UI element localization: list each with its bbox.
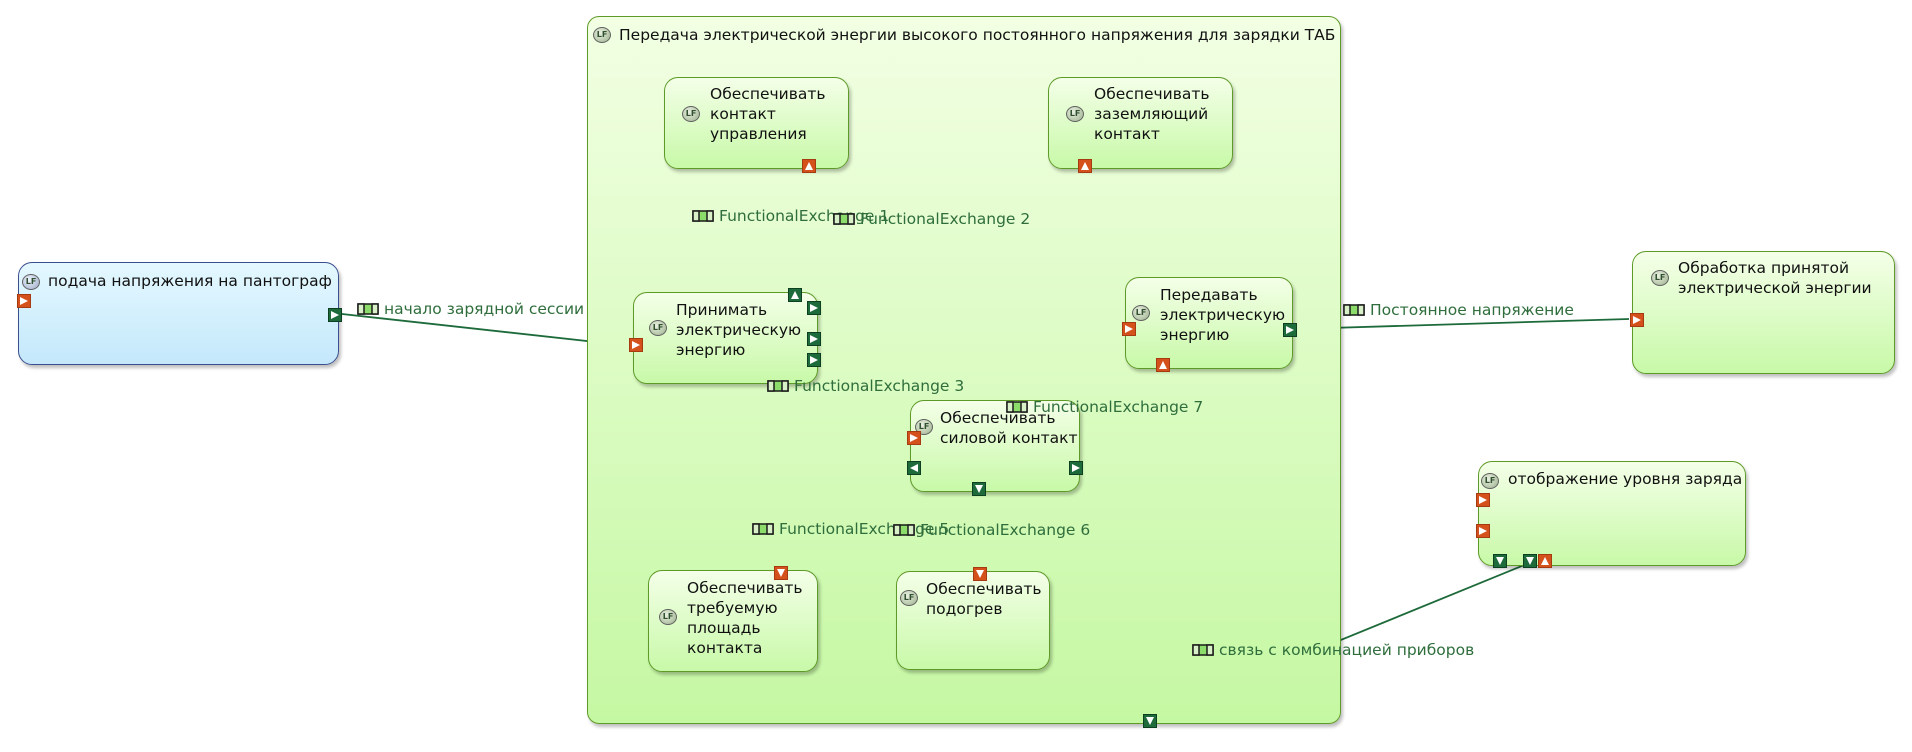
logical-function-icon: LF	[649, 320, 667, 336]
output-port[interactable]	[907, 461, 921, 475]
exchange-label[interactable]: Постоянное напряжение	[1343, 301, 1574, 319]
exchange-label[interactable]: связь с комбинацией приборов	[1192, 641, 1474, 659]
input-port[interactable]	[629, 338, 643, 352]
function-obrabotka-energii[interactable]: LF Обработка принятой электрической энер…	[1630, 251, 1895, 374]
exchange-name: связь с комбинацией приборов	[1219, 641, 1475, 659]
logical-function-icon: LF	[22, 274, 40, 290]
function-title: Обеспечивать подогрев	[926, 580, 1042, 618]
input-port[interactable]	[802, 159, 816, 173]
function-podacha[interactable]: LF подача напряжения на пантограф	[17, 262, 342, 365]
exchange-label[interactable]: начало зарядной сессии	[357, 300, 584, 318]
function-podogrev[interactable]: LF Обеспечивать подогрев	[896, 567, 1050, 670]
input-port[interactable]	[17, 294, 31, 308]
functional-exchange-icon	[692, 210, 714, 222]
function-zazemlyayushchiy-kontakt[interactable]: LF Обеспечивать заземляющий контакт	[1048, 77, 1233, 173]
function-title: Обеспечивать силовой контакт	[940, 409, 1078, 447]
wire-nachalo[interactable]	[341, 313, 633, 347]
functional-exchange-icon	[833, 213, 855, 225]
input-port[interactable]	[907, 431, 921, 445]
output-port[interactable]	[1283, 323, 1297, 337]
function-title: Обеспечивать требуемую площадь контакта	[687, 579, 803, 657]
output-port[interactable]	[788, 288, 802, 302]
output-port[interactable]	[1143, 714, 1157, 728]
exchange-label[interactable]: FunctionalExchange 2	[833, 210, 1030, 228]
container-title: Передача электрической энергии высокого …	[619, 26, 1336, 44]
input-port[interactable]	[1078, 159, 1092, 173]
function-kontakt-upravleniya[interactable]: LF Обеспечивать контакт управления	[664, 77, 849, 173]
functional-exchange-icon	[1006, 401, 1028, 413]
function-title: отображение уровня заряда	[1508, 470, 1743, 488]
exchange-name: FunctionalExchange 2	[860, 210, 1031, 228]
exchange-name: FunctionalExchange 7	[1033, 398, 1204, 416]
input-port[interactable]	[1156, 358, 1170, 372]
output-port[interactable]	[1069, 461, 1083, 475]
exchange-name: FunctionalExchange 6	[920, 521, 1091, 539]
exchange-name: начало зарядной сессии	[384, 300, 585, 318]
logical-function-icon: LF	[1066, 106, 1084, 122]
input-port[interactable]	[1476, 524, 1490, 538]
input-port[interactable]	[1630, 313, 1644, 327]
function-silovoy-kontakt[interactable]: LF Обеспечивать силовой контакт	[907, 400, 1083, 496]
function-peredavat-energiyu[interactable]: LF Передавать электрическую энергию	[1122, 277, 1297, 372]
functional-exchange-icon	[1192, 644, 1214, 656]
function-title: Обработка принятой электрической энергии	[1678, 259, 1872, 297]
function-ploshad-kontakta[interactable]: LF Обеспечивать требуемую площадь контак…	[648, 566, 818, 672]
function-otobrazhenie-zaryada[interactable]: LF отображение уровня заряда	[1476, 461, 1746, 568]
logical-function-icon: LF	[1481, 473, 1499, 489]
logical-function-icon: LF	[900, 590, 918, 606]
output-port[interactable]	[328, 308, 342, 322]
function-title: Обеспечивать заземляющий контакт	[1094, 85, 1210, 143]
functional-exchange-icon	[357, 303, 379, 315]
function-title: Принимать электрическую энергию	[676, 301, 802, 359]
exchange-label[interactable]: FunctionalExchange 7	[1006, 398, 1203, 416]
exchange-name: FunctionalExchange 3	[794, 377, 965, 395]
exchange-label[interactable]: FunctionalExchange 3	[767, 377, 964, 395]
input-port[interactable]	[774, 566, 788, 580]
output-port[interactable]	[807, 332, 821, 346]
output-port[interactable]	[1523, 554, 1537, 568]
functional-exchange-icon	[893, 524, 915, 536]
functional-exchange-icon	[752, 523, 774, 535]
output-port[interactable]	[972, 482, 986, 496]
output-port[interactable]	[807, 353, 821, 367]
function-title: Передавать электрическую энергию	[1160, 286, 1286, 344]
input-port[interactable]	[973, 567, 987, 581]
input-port[interactable]	[1538, 554, 1552, 568]
function-title: подача напряжения на пантограф	[48, 272, 332, 290]
logical-function-icon: LF	[593, 27, 611, 43]
function-title: Обеспечивать контакт управления	[710, 85, 826, 143]
input-port[interactable]	[1122, 322, 1136, 336]
input-port[interactable]	[1476, 493, 1490, 507]
wire-postoyannoe[interactable]	[1295, 318, 1630, 330]
function-prinimat-energiyu[interactable]: LF Принимать электрическую энергию	[629, 288, 821, 384]
logical-function-icon: LF	[1651, 270, 1669, 286]
functional-exchange-icon	[1343, 304, 1365, 316]
output-port[interactable]	[807, 301, 821, 315]
exchange-label[interactable]: FunctionalExchange 6	[893, 521, 1090, 539]
logical-function-icon: LF	[659, 609, 677, 625]
exchange-name: Постоянное напряжение	[1370, 301, 1574, 319]
output-port[interactable]	[1493, 554, 1507, 568]
logical-function-icon: LF	[682, 106, 700, 122]
functional-exchange-icon	[767, 380, 789, 392]
logical-function-icon: LF	[1132, 305, 1150, 321]
